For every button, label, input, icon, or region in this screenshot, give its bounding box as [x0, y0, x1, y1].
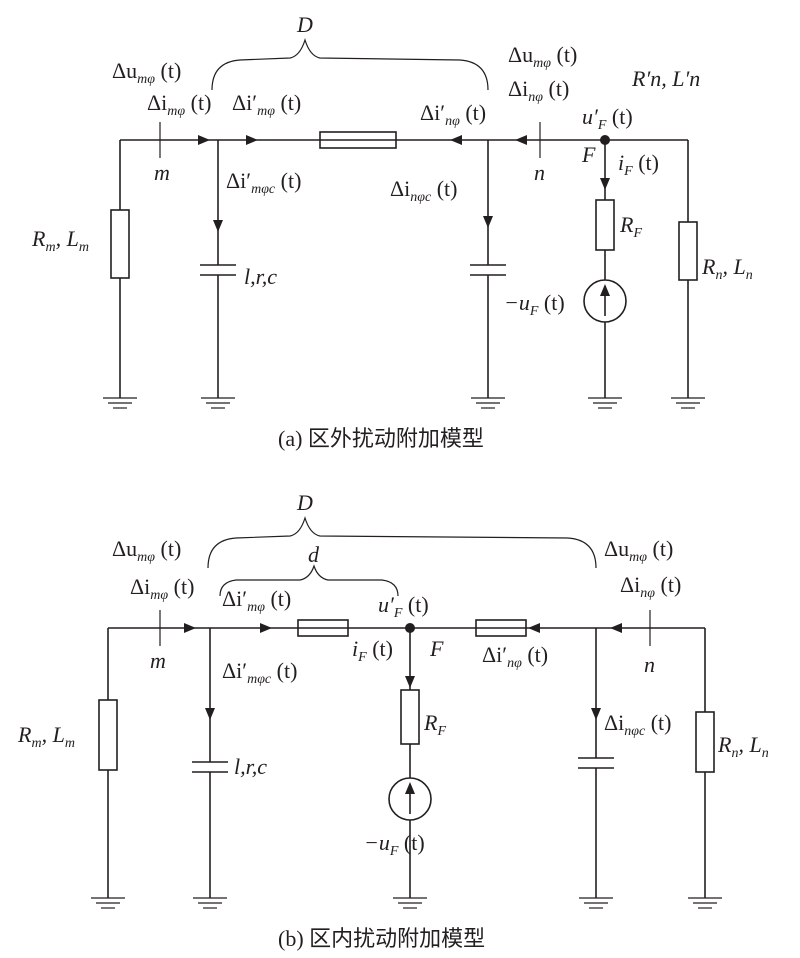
label-dip-m-a: Δi′mφ (t) — [232, 90, 301, 119]
resistor-Rn-a — [678, 221, 698, 281]
label-n-b: n — [644, 652, 655, 677]
label-dip-mc-a: Δi′mφc (t) — [226, 168, 301, 197]
label-RF-a: RF — [619, 212, 642, 241]
label-m-b: m — [150, 648, 166, 673]
diagram-a: D Δumφ (t) Δimφ (t) Δi′mφ (t) Δi′mφc (t)… — [31, 12, 753, 409]
label-Rm-b: Rm, Lm — [17, 722, 75, 751]
label-iF-b: iF (t) — [352, 636, 393, 665]
brace-D-b — [207, 515, 597, 569]
resistor-Rn-b — [695, 711, 715, 773]
label-Rm-a: Rm, Lm — [31, 226, 89, 255]
label-dip-n-a: Δi′nφ (t) — [420, 100, 486, 129]
label-du-m-a: Δumφ (t) — [112, 58, 181, 87]
label-RF-b: RF — [423, 710, 446, 739]
caption-a: (a) 区外扰动附加模型 — [278, 426, 484, 451]
label-di-n-b: Δinφ (t) — [620, 572, 681, 601]
label-upF-b: u′F (t) — [378, 592, 429, 621]
label-di-nc-b: Δinφc (t) — [604, 710, 672, 739]
label-F-b: F — [429, 636, 444, 661]
label-uF-b: −uF (t) — [364, 830, 425, 859]
label-D-b: D — [296, 490, 313, 515]
brace-d-b — [219, 564, 399, 597]
label-F-a: F — [581, 142, 596, 167]
resistor-Rm-b — [98, 699, 118, 771]
label-dip-m-b: Δi′mφ (t) — [222, 586, 291, 615]
label-m-a: m — [154, 160, 170, 185]
label-di-n-a: Δinφ (t) — [508, 76, 569, 105]
label-dip-n-b: Δi′nφ (t) — [482, 642, 548, 671]
capacitor-left-a — [200, 264, 236, 276]
label-di-m-b: Δimφ (t) — [130, 574, 194, 603]
resistor-RF-b — [400, 689, 420, 745]
label-D-a: D — [296, 12, 313, 37]
label-iF-a: iF (t) — [618, 150, 659, 179]
caption-b: (b) 区内扰动附加模型 — [278, 926, 485, 951]
label-di-nc-a: Δinφc (t) — [390, 176, 458, 205]
label-upF-a: u′F (t) — [582, 104, 633, 133]
label-rl-n-prime-a: R′n, L′n — [631, 66, 700, 91]
capacitor-left-b — [192, 761, 228, 773]
label-di-m-a: Δimφ (t) — [147, 90, 211, 119]
label-n-a: n — [534, 160, 545, 185]
resistor-line-right-b — [475, 619, 527, 637]
resistor-Rm-a — [110, 209, 130, 279]
resistor-line-a — [319, 131, 397, 149]
resistor-RF-a — [595, 199, 615, 251]
label-Rn-b: Rn, Ln — [717, 732, 769, 761]
label-dip-mc-b: Δi′mφc (t) — [222, 658, 297, 687]
label-Rn-a: Rn, Ln — [701, 254, 753, 283]
label-du-n-a: Δumφ (t) — [508, 42, 577, 71]
ground-a1 — [103, 397, 137, 409]
label-uF-a: −uF (t) — [504, 290, 565, 319]
resistor-line-left-b — [297, 619, 349, 637]
brace-D-a — [211, 37, 489, 91]
capacitor-right-b — [578, 757, 614, 769]
label-lrc-a: l,r,c — [244, 264, 277, 289]
label-lrc-b: l,r,c — [234, 754, 267, 779]
label-d-b: d — [308, 542, 320, 567]
label-du-m-b: Δumφ (t) — [112, 536, 181, 565]
diagram-b: D d Δumφ (t) Δimφ (t) Δi′mφ (t) Δi′mφc (… — [17, 490, 769, 909]
label-du-n-b: Δumφ (t) — [604, 536, 673, 565]
capacitor-right-a — [470, 264, 506, 276]
